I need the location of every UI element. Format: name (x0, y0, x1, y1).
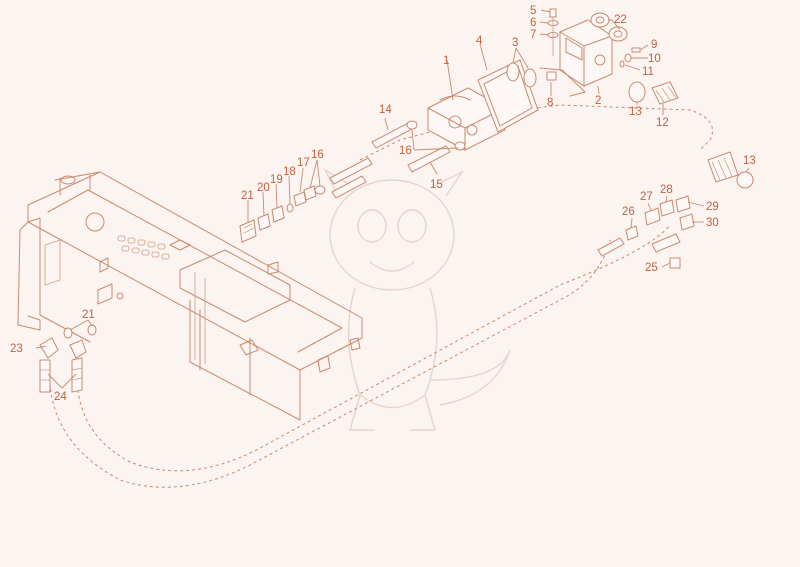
hardware-9-11 (619, 47, 641, 68)
fittings-16-21 (63, 185, 326, 339)
part-22-caps (590, 12, 628, 42)
label-22: 22 (614, 14, 627, 26)
label-8: 8 (547, 97, 553, 109)
part-1-block (427, 87, 506, 151)
label-23: 23 (10, 343, 23, 355)
leader-lines (35, 9, 750, 389)
part-3-seals (506, 62, 537, 88)
label-19: 19 (270, 174, 283, 186)
parts-14-16-rods (329, 120, 466, 199)
main-frame (17, 171, 363, 421)
label-24: 24 (54, 391, 67, 403)
control-hole-grid (117, 235, 170, 260)
hardware-5-8 (546, 8, 559, 81)
label-16-left: 16 (311, 149, 324, 161)
label-6: 6 (530, 17, 536, 29)
label-2: 2 (595, 95, 601, 107)
part-number-labels: 1 2 3 4 5 6 7 8 9 10 11 12 13 13 14 15 1… (10, 5, 756, 403)
label-9: 9 (651, 39, 657, 51)
label-20: 20 (257, 182, 270, 194)
label-14: 14 (379, 104, 392, 116)
label-28: 28 (660, 184, 673, 196)
label-30: 30 (706, 217, 719, 229)
label-21-upper: 21 (241, 190, 254, 202)
label-12: 12 (656, 117, 669, 129)
label-16-center: 16 (399, 145, 412, 157)
label-29: 29 (706, 201, 719, 213)
fittings-25-30 (597, 195, 695, 269)
label-10: 10 (648, 53, 661, 65)
hose-ends-23-24 (39, 337, 87, 393)
label-25: 25 (645, 262, 658, 274)
label-26: 26 (622, 206, 635, 218)
dragon-watermark-icon (323, 168, 511, 431)
label-27: 27 (640, 191, 653, 203)
part-2-housing (539, 19, 613, 97)
label-13-right: 13 (743, 155, 756, 167)
label-7: 7 (530, 29, 536, 41)
label-13-upper: 13 (629, 106, 642, 118)
label-3: 3 (512, 37, 518, 49)
label-4: 4 (476, 35, 483, 47)
hydraulic-hose-lines (49, 104, 713, 488)
label-18: 18 (283, 166, 296, 178)
label-15: 15 (430, 179, 443, 191)
part-12-13 (628, 81, 754, 189)
label-5: 5 (530, 5, 536, 17)
label-11: 11 (642, 66, 654, 78)
label-17: 17 (297, 157, 310, 169)
label-1: 1 (443, 55, 449, 67)
label-21-lower: 21 (82, 309, 95, 321)
